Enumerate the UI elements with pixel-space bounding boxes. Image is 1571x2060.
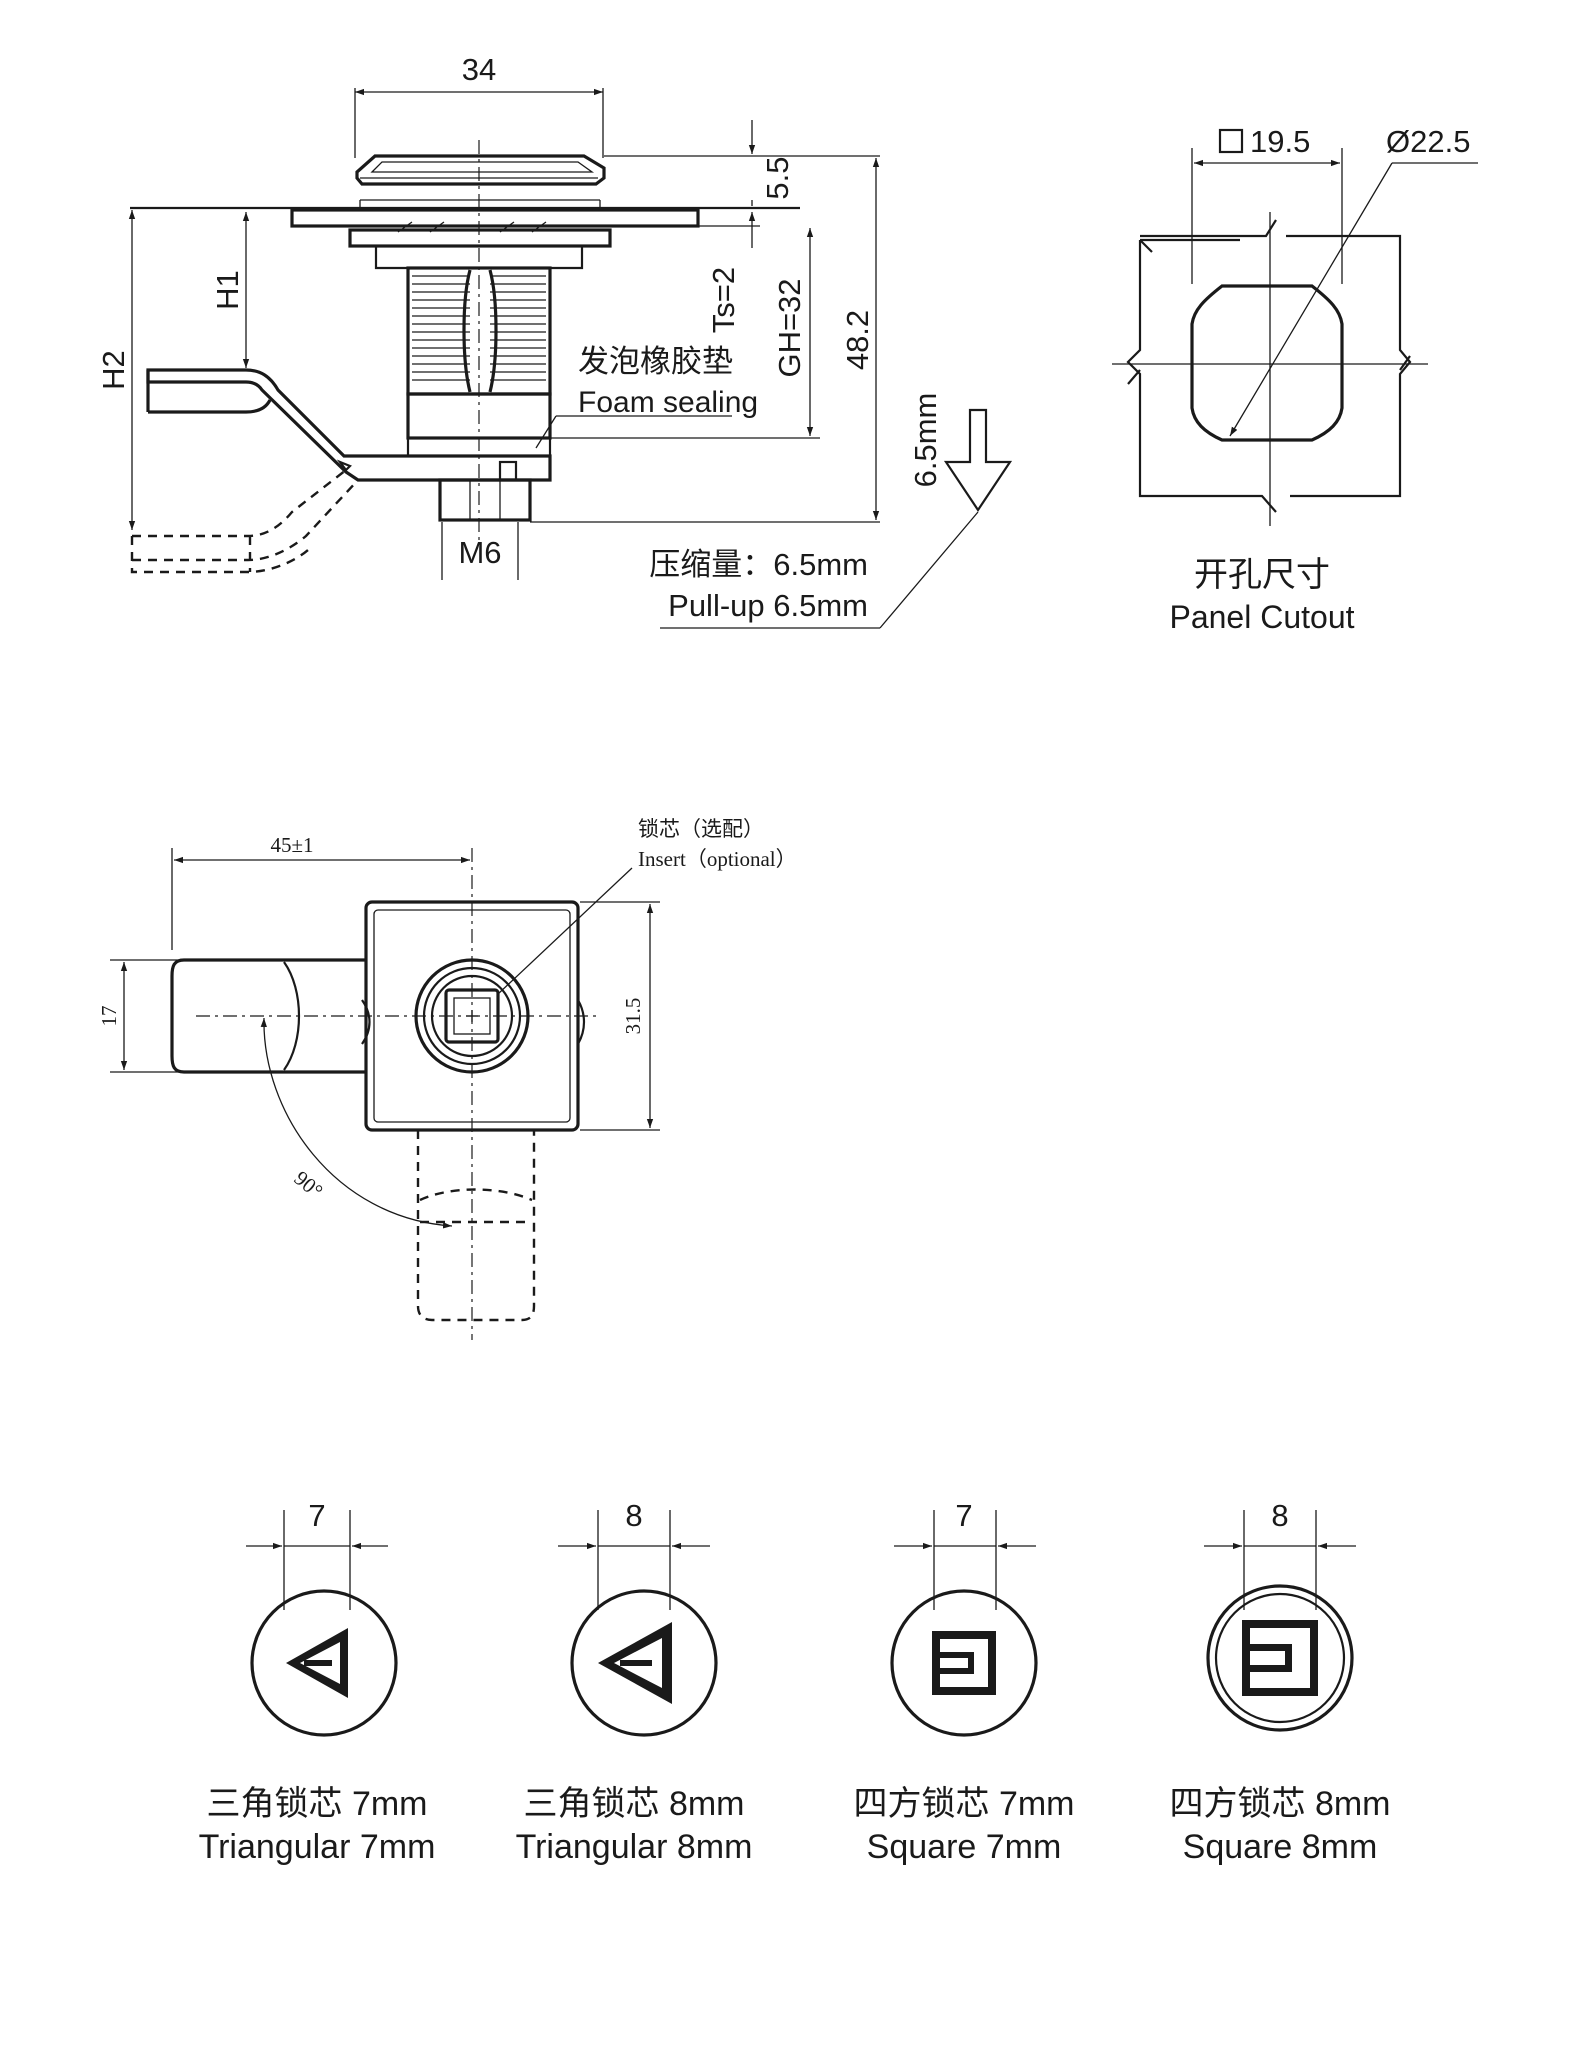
thread-dim-label: M6 (458, 535, 501, 570)
side-view: 34 (96, 52, 1013, 629)
panel-thickness-label: Ts=2 (706, 267, 741, 333)
insert-label-en: Insert（optional） (638, 847, 797, 871)
insert-circle (570, 1589, 718, 1737)
width-dim-label: 34 (462, 52, 496, 87)
foam-label-en: Foam sealing (578, 386, 758, 419)
insert-label-en: Triangular 7mm (199, 1828, 436, 1866)
triangle-key-icon (598, 1622, 672, 1704)
cam-pulled-dashed (132, 469, 347, 538)
insert-dim-label: 7 (955, 1498, 972, 1533)
cutout-title-en: Panel Cutout (1169, 599, 1354, 635)
pullup-label-en: Pull-up 6.5mm (668, 588, 868, 623)
square-key-icon (932, 1631, 996, 1695)
insert-label-cn: 三角锁芯 7mm (207, 1785, 428, 1823)
rotation-label: 90° (290, 1166, 328, 1203)
pull-up-arrow-icon (943, 408, 1013, 512)
insert-triangular-8: 8 三角锁芯 8mm Triangular 8mm (516, 1498, 753, 1866)
total-height-label: 48.2 (840, 310, 875, 370)
insert-circle (1206, 1584, 1354, 1732)
insert-label-cn: 锁芯（选配） (638, 817, 764, 841)
insert-label-cn: 三角锁芯 8mm (524, 1785, 745, 1823)
diameter-dim-label: Ø22.5 (1386, 124, 1470, 159)
square-key-icon (1242, 1620, 1318, 1696)
flange-plate (290, 208, 700, 228)
insert-label-en: Square 8mm (1183, 1828, 1378, 1866)
insert-label-en: Square 7mm (867, 1828, 1062, 1866)
cam-width-label: 17 (97, 1006, 121, 1027)
insert-label-en: Triangular 8mm (516, 1828, 753, 1866)
flange-thickness-label: 5.5 (760, 156, 795, 199)
triangle-key-icon (286, 1628, 348, 1698)
insert-label-cn: 四方锁芯 8mm (1170, 1785, 1391, 1823)
bottom-nut (438, 478, 532, 522)
insert-circle (250, 1589, 398, 1737)
cutout-title-cn: 开孔尺寸 (1194, 556, 1330, 594)
cutout-shape (1190, 284, 1344, 442)
foam-label-cn: 发泡橡胶垫 (578, 344, 733, 379)
square-dim-label: 19.5 (1250, 124, 1310, 159)
handle-top (355, 154, 606, 186)
insert-circle (890, 1589, 1038, 1737)
insert-dim-label: 8 (625, 1498, 642, 1533)
top-view: 45±1 17 31.5 90° (97, 817, 797, 1340)
cam-length-label: 45±1 (270, 833, 313, 857)
washer (374, 244, 584, 270)
square-symbol-icon (1218, 128, 1244, 154)
pullup-label-cn: 压缩量：6.5mm (649, 547, 868, 582)
grip-range-label: GH=32 (772, 278, 807, 377)
h1-label: H1 (210, 270, 245, 310)
h2-label: H2 (96, 350, 131, 390)
insert-dim-label: 7 (308, 1498, 325, 1533)
insert-dim-label: 8 (1271, 1498, 1288, 1533)
insert-triangular-7: 7 三角锁芯 7mm Triangular 7mm (199, 1498, 436, 1866)
rotated-cam-dashed (416, 1130, 536, 1322)
nut-top (348, 228, 612, 248)
body-height-label: 31.5 (621, 998, 645, 1035)
insert-square-8: 8 四方锁芯 8mm Square 8mm (1170, 1498, 1391, 1866)
pullup-dim-label: 6.5mm (908, 393, 943, 488)
insert-square-7: 7 四方锁芯 7mm Square 7mm (854, 1498, 1075, 1866)
panel-cutout: 19.5 Ø22.5 开孔尺寸 Panel Cutout (1112, 124, 1478, 635)
thread-lines (412, 275, 546, 381)
insert-label-cn: 四方锁芯 7mm (854, 1785, 1075, 1823)
